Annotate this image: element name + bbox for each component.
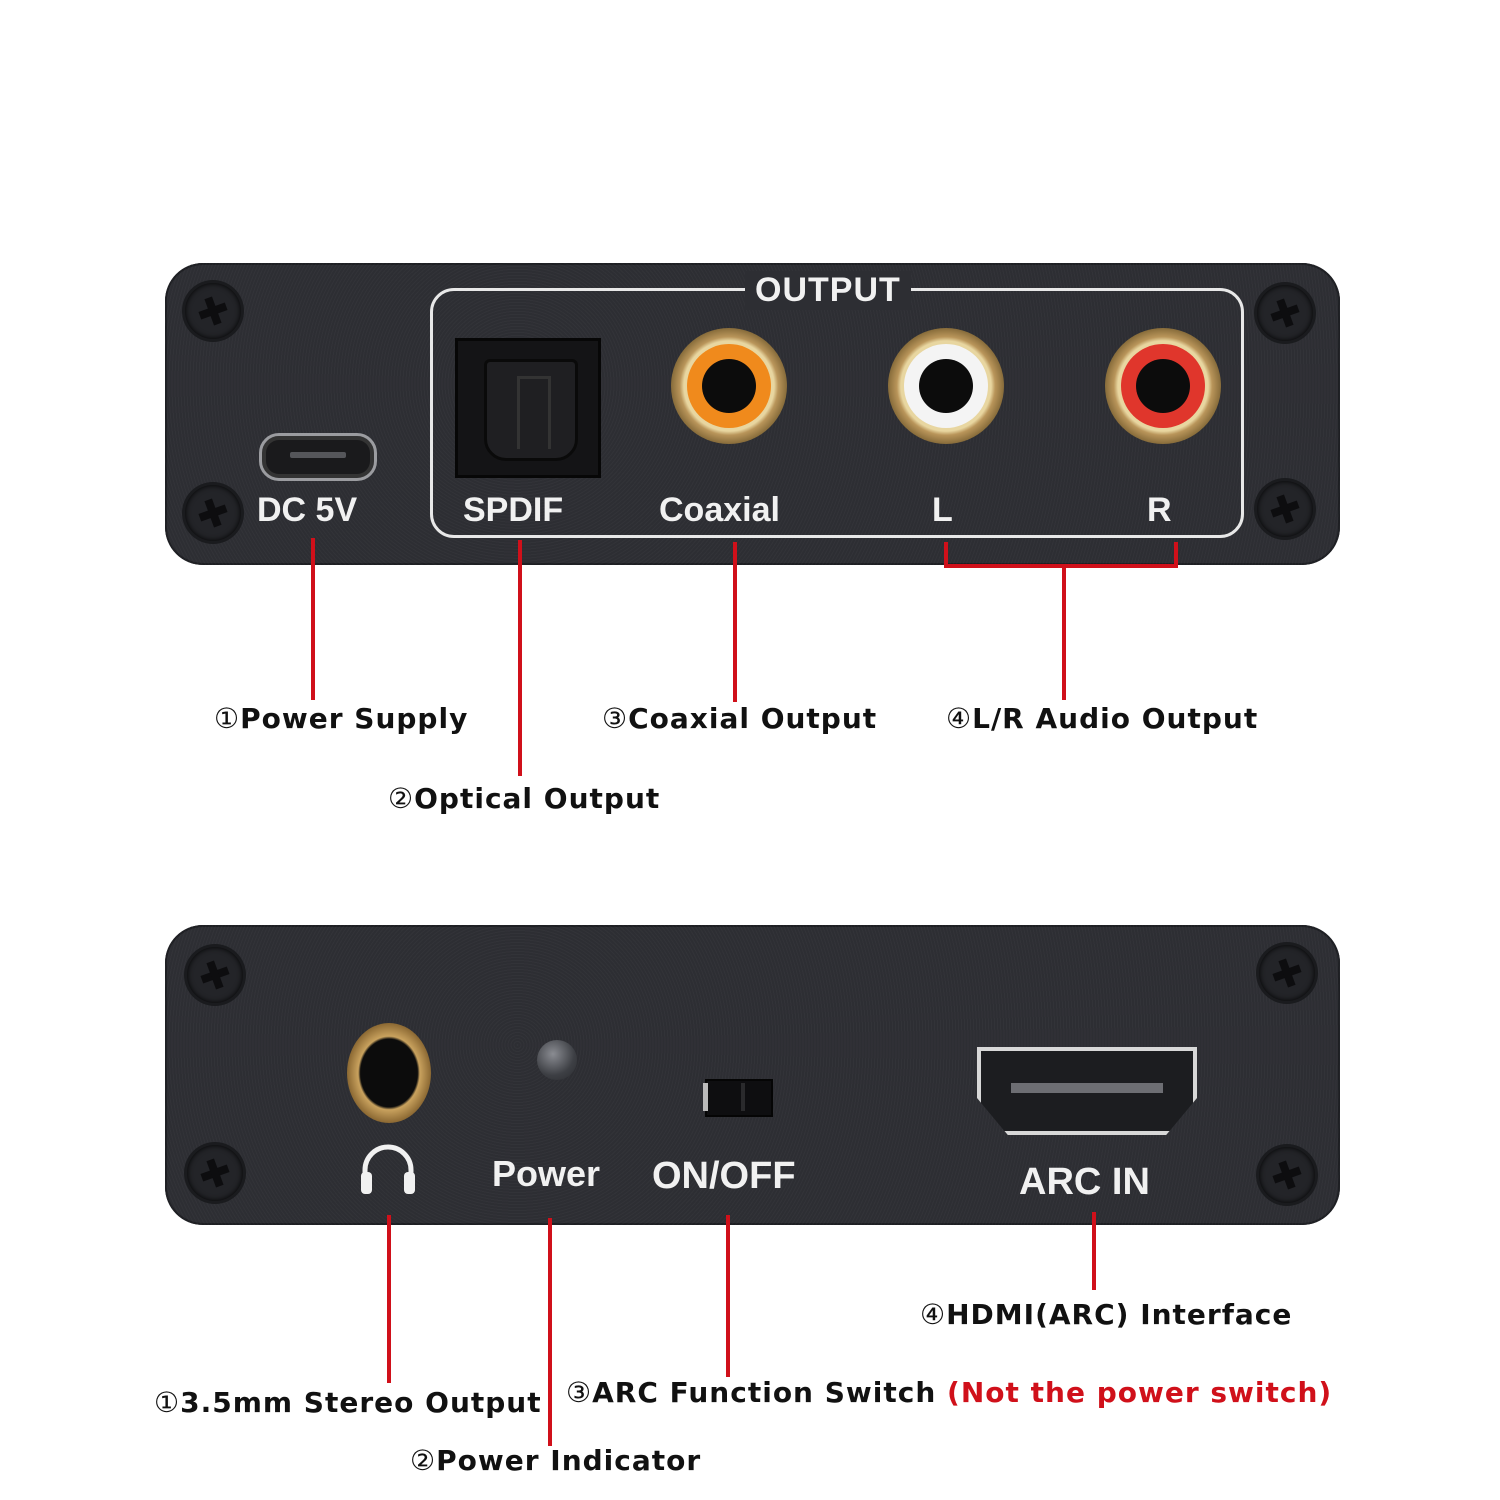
screw-icon: [1259, 1147, 1315, 1203]
rca-left-port-icon: [888, 328, 1004, 444]
screw-icon: [185, 283, 241, 339]
callout-bracket-bar: [944, 564, 1178, 568]
left-channel-label: L: [932, 491, 953, 529]
callout-power-supply: ①Power Supply: [214, 702, 469, 735]
hdmi-port-icon: [977, 1047, 1197, 1135]
callout-line-lr-audio: [1062, 564, 1066, 700]
power-label: Power: [492, 1153, 601, 1194]
callout-line-optical: [518, 540, 522, 776]
coaxial-label: Coaxial: [659, 491, 780, 529]
callout-line-stereo-output: [387, 1215, 391, 1383]
screw-icon: [1257, 481, 1313, 537]
led-indicator-icon: [537, 1040, 577, 1080]
callout-coaxial-output: ③Coaxial Output: [602, 702, 878, 735]
toslink-optical-port-icon: [455, 338, 601, 478]
screw-icon: [187, 947, 243, 1003]
dc-5v-label: DC 5V: [257, 491, 358, 529]
callout-power-indicator: ②Power Indicator: [410, 1444, 702, 1477]
right-channel-label: R: [1147, 491, 1172, 529]
screw-icon: [1257, 285, 1313, 341]
callout-line-hdmi: [1092, 1212, 1096, 1290]
stereo-jack-3-5mm-icon: [347, 1023, 431, 1123]
callout-bracket-right: [1174, 542, 1178, 568]
spdif-label: SPDIF: [463, 491, 564, 529]
on-off-label: ON/OFF: [652, 1155, 796, 1197]
screw-icon: [185, 485, 241, 541]
rca-coaxial-port-icon: [671, 328, 787, 444]
screw-icon: [187, 1145, 243, 1201]
arc-in-label: ARC IN: [1019, 1161, 1150, 1203]
callout-line-power-supply: [311, 538, 315, 700]
headphone-icon: [361, 1144, 415, 1194]
callout-bracket-left: [944, 542, 948, 568]
callout-line-arc-switch: [726, 1215, 730, 1377]
rca-right-port-icon: [1105, 328, 1221, 444]
callout-optical-output: ②Optical Output: [388, 782, 661, 815]
slide-switch-icon[interactable]: [703, 1079, 773, 1117]
callout-hdmi-arc-interface: ④HDMI(ARC) Interface: [920, 1298, 1293, 1331]
callout-line-coaxial: [733, 542, 737, 702]
callout-lr-audio-output: ④L/R Audio Output: [946, 702, 1259, 735]
screw-icon: [1259, 945, 1315, 1001]
front-panel-bottom: Power ON/OFF ARC IN: [165, 925, 1340, 1225]
callout-stereo-output: ①3.5mm Stereo Output: [154, 1386, 542, 1419]
rear-panel-top: DC 5V OUTPUT SPDIF Coaxial L R: [165, 263, 1340, 565]
micro-usb-port-icon: [259, 433, 377, 481]
callout-line-power-indicator: [548, 1218, 552, 1446]
callout-arc-function-switch: ③ARC Function Switch (Not the power swit…: [566, 1376, 1333, 1409]
output-group-title: OUTPUT: [745, 271, 911, 310]
not-power-switch-warning: (Not the power switch): [947, 1376, 1333, 1409]
